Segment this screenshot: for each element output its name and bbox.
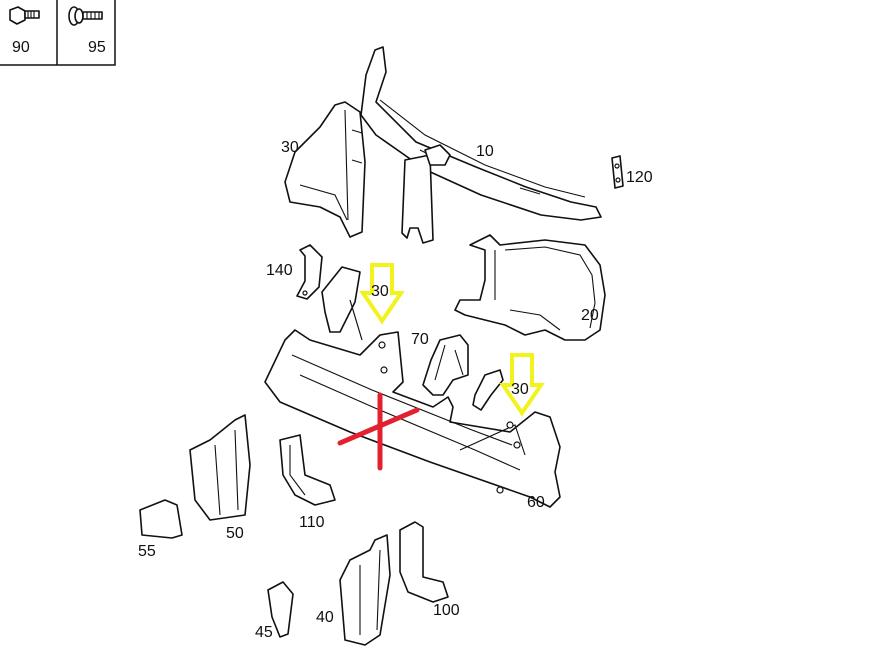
part-55-small-bracket [139, 499, 183, 539]
yellow-arrow-left [359, 263, 405, 325]
part-45-clip [267, 581, 294, 638]
label-70: 70 [411, 331, 429, 348]
label-45: 45 [255, 624, 273, 641]
part-10-upper-carrier [360, 46, 602, 244]
label-120: 120 [626, 169, 653, 186]
label-55: 55 [138, 543, 156, 560]
legend-label-90: 90 [12, 39, 30, 56]
part-50-side-panel [189, 414, 251, 521]
part-30-bracket [284, 101, 366, 238]
part-120-clip [611, 155, 624, 189]
label-60: 60 [527, 494, 545, 511]
label-140: 140 [266, 262, 293, 279]
label-100: 100 [433, 602, 460, 619]
legend-box [0, 0, 116, 66]
part-110-bracket [279, 434, 336, 506]
label-50: 50 [226, 525, 244, 542]
part-60-crossmember [264, 329, 561, 508]
label-20: 20 [581, 307, 599, 324]
part-40-side-panel [339, 534, 391, 646]
label-40: 40 [316, 609, 334, 626]
label-30-arrow-left: 30 [371, 283, 389, 300]
collar-bolt-icon [68, 6, 103, 26]
part-100-bracket [399, 521, 449, 603]
part-70-mount [321, 266, 504, 411]
part-140-bracket [296, 244, 323, 300]
part-20-headlamp-support [454, 234, 606, 341]
label-110: 110 [299, 514, 325, 531]
label-10: 10 [476, 143, 494, 160]
label-30-arrow-right: 30 [511, 381, 529, 398]
label-30-bracket: 30 [281, 139, 299, 156]
yellow-arrow-right [499, 353, 545, 417]
flange-bolt-icon [9, 6, 40, 25]
legend-label-95: 95 [88, 39, 106, 56]
red-cross-mark [337, 392, 420, 471]
